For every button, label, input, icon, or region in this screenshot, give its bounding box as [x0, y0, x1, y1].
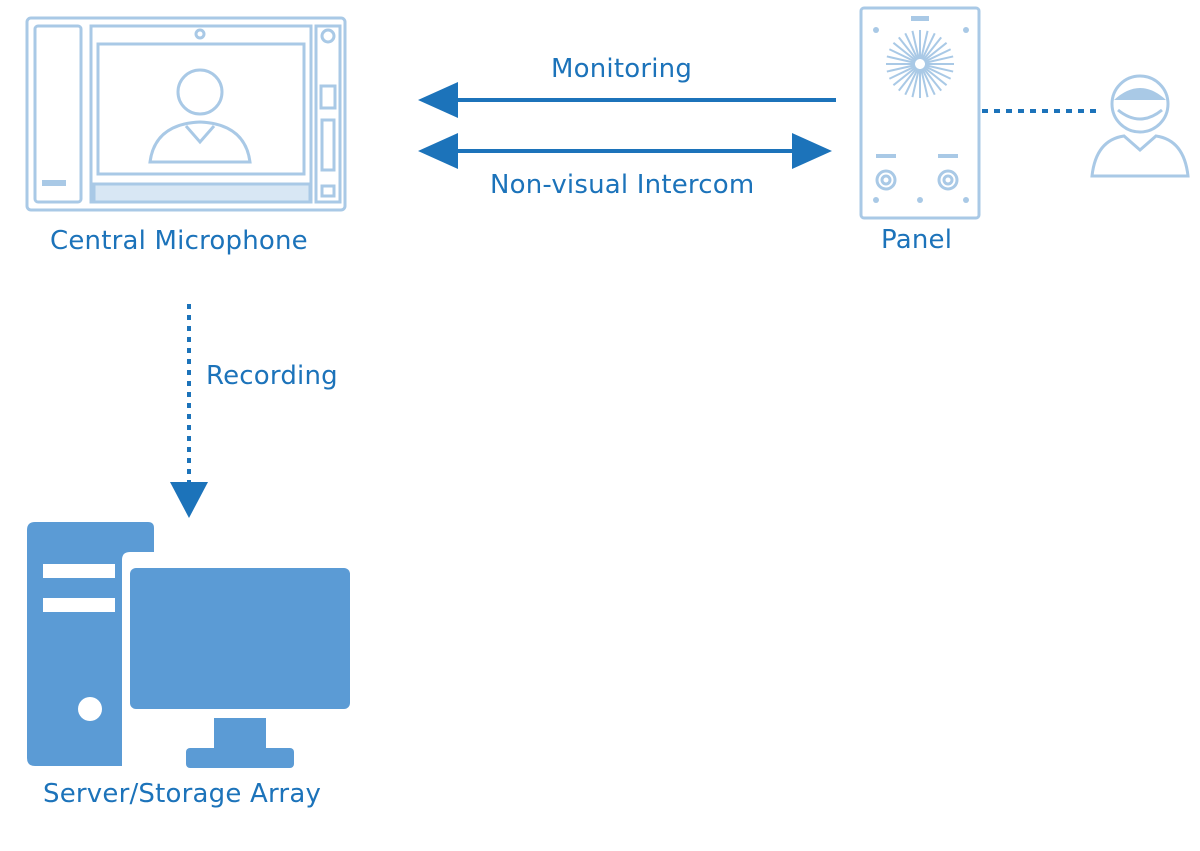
server-computer-icon — [27, 522, 350, 768]
speaker-grille-ray — [924, 64, 954, 73]
panel-label: Panel — [881, 225, 953, 255]
server-storage-label: Server/Storage Array — [43, 779, 322, 809]
recording-label: Recording — [206, 361, 338, 391]
speaker-grille-ray — [920, 68, 929, 98]
speaker-grille-ray — [898, 36, 918, 61]
speaker-grille-ray — [924, 65, 952, 80]
video-intercom-station-icon — [25, 16, 347, 212]
speaker-grille-ray — [924, 55, 954, 64]
intercom-arrow — [418, 133, 832, 169]
speaker-grille-ray — [904, 32, 919, 60]
monitoring-label: Monitoring — [551, 54, 693, 84]
monitoring-arrow — [418, 82, 836, 118]
speaker-grille-ray — [924, 48, 952, 63]
speaker-grille-ray — [911, 30, 920, 60]
speaker-grille-ray — [904, 68, 919, 96]
central-microphone-label: Central Microphone — [50, 226, 308, 256]
speaker-grille-ray — [922, 67, 942, 92]
speaker-grille-ray — [923, 66, 948, 86]
speaker-grille-ray — [911, 68, 920, 98]
recording-arrow — [170, 304, 208, 518]
speaker-grille-ray — [886, 64, 916, 73]
speaker-grille-ray — [892, 42, 917, 62]
speaker-grille-ray — [922, 36, 942, 61]
speaker-grille-ray — [892, 66, 917, 86]
speaker-grille-ray — [921, 32, 936, 60]
speaker-grille-ray — [921, 68, 936, 96]
speaker-grille-ray — [888, 48, 916, 63]
intercom-label: Non-visual Intercom — [490, 170, 755, 200]
speaker-grille-ray — [923, 42, 948, 62]
person-icon — [1090, 74, 1190, 178]
speaker-grille-ray — [920, 30, 929, 60]
speaker-grille-ray — [888, 65, 916, 80]
door-intercom-panel-icon — [859, 6, 981, 220]
speaker-grille-ray — [898, 67, 918, 92]
speaker-grille-ray — [886, 55, 916, 64]
